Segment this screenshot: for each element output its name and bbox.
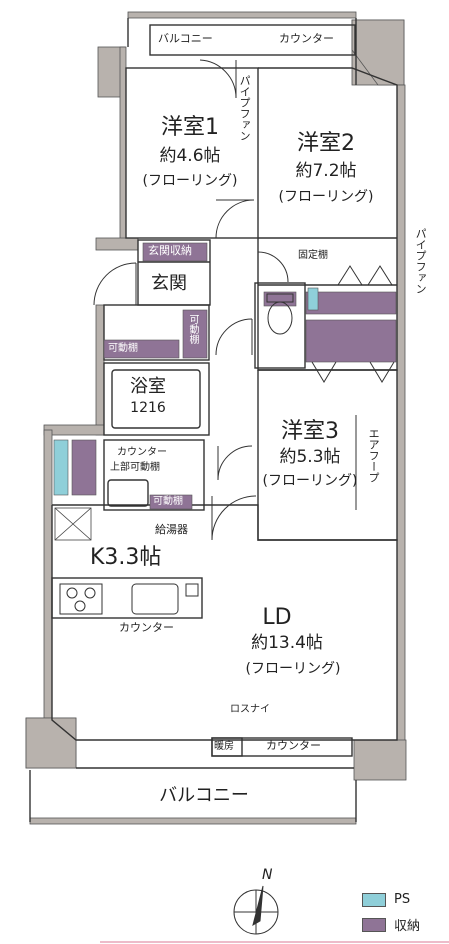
stove <box>59 583 199 615</box>
ps-areas <box>53 287 319 496</box>
movable-shelf-label-1: 可動棚 <box>108 343 138 354</box>
pipe-fan-label-2: パイプファン <box>414 228 428 294</box>
compass-label: N <box>262 867 273 883</box>
movable-shelf-label-3: 可動棚 <box>153 496 183 507</box>
movable-shelf-label-2: 可動棚 <box>187 314 198 344</box>
western3-note: (フローリング) <box>262 473 358 489</box>
counter-top-label: カウンター <box>279 32 334 45</box>
counter-upper-label: カウンター <box>117 447 167 458</box>
legend-ps-label: PS <box>394 892 411 907</box>
hatch-boxes <box>54 507 92 541</box>
western1-name: 洋室1 <box>161 115 219 140</box>
heater-label: 暖房 <box>214 741 234 752</box>
upper-shelf-label: 上部可動棚 <box>110 462 160 473</box>
bath-size: 1216 <box>130 400 166 416</box>
legend-storage-label: 収納 <box>394 919 421 934</box>
interior-lines <box>29 18 398 822</box>
balcony-top-label: バルコニー <box>158 32 213 45</box>
legend-storage: 収納 <box>362 915 420 934</box>
door-swings <box>93 59 289 541</box>
western1-size: 約4.6帖 <box>159 146 221 166</box>
ld-counter-label: カウンター <box>266 739 321 752</box>
water-heater-label: 給湯器 <box>155 523 188 536</box>
vent-label: ロスナイ <box>230 704 270 715</box>
western2-size: 約7.2帖 <box>295 161 357 181</box>
pipe-fan-label-1: パイプファン <box>238 75 252 141</box>
bath-name: 浴室 <box>130 376 166 397</box>
legend-ps-swatch <box>362 892 386 907</box>
air-hoop-label: エアフープ <box>367 428 381 483</box>
ld-size: 約13.4帖 <box>251 633 323 653</box>
ld-note: (フローリング) <box>245 661 341 677</box>
walls <box>25 11 407 825</box>
toilet-fixture <box>266 293 294 335</box>
legend-storage-swatch <box>362 917 386 932</box>
western2-note: (フローリング) <box>278 189 374 205</box>
compass-rose <box>233 885 279 935</box>
entrance-label: 玄関 <box>151 273 187 294</box>
entrance-storage-label: 玄関収納 <box>148 244 192 257</box>
legend-ps: PS <box>362 892 410 907</box>
western3-size: 約5.3帖 <box>279 447 341 467</box>
western1-note: (フローリング) <box>142 173 238 189</box>
western2-name: 洋室2 <box>297 131 355 156</box>
kitchen-label: K3.3帖 <box>90 545 162 570</box>
ld-name: LD <box>262 605 292 630</box>
kitchen-counter-label: カウンター <box>119 621 174 634</box>
balcony-bottom-label: バルコニー <box>159 785 249 806</box>
fixed-shelf-label: 固定棚 <box>298 250 328 261</box>
closet-doors <box>311 265 395 510</box>
western3-name: 洋室3 <box>281 419 339 444</box>
